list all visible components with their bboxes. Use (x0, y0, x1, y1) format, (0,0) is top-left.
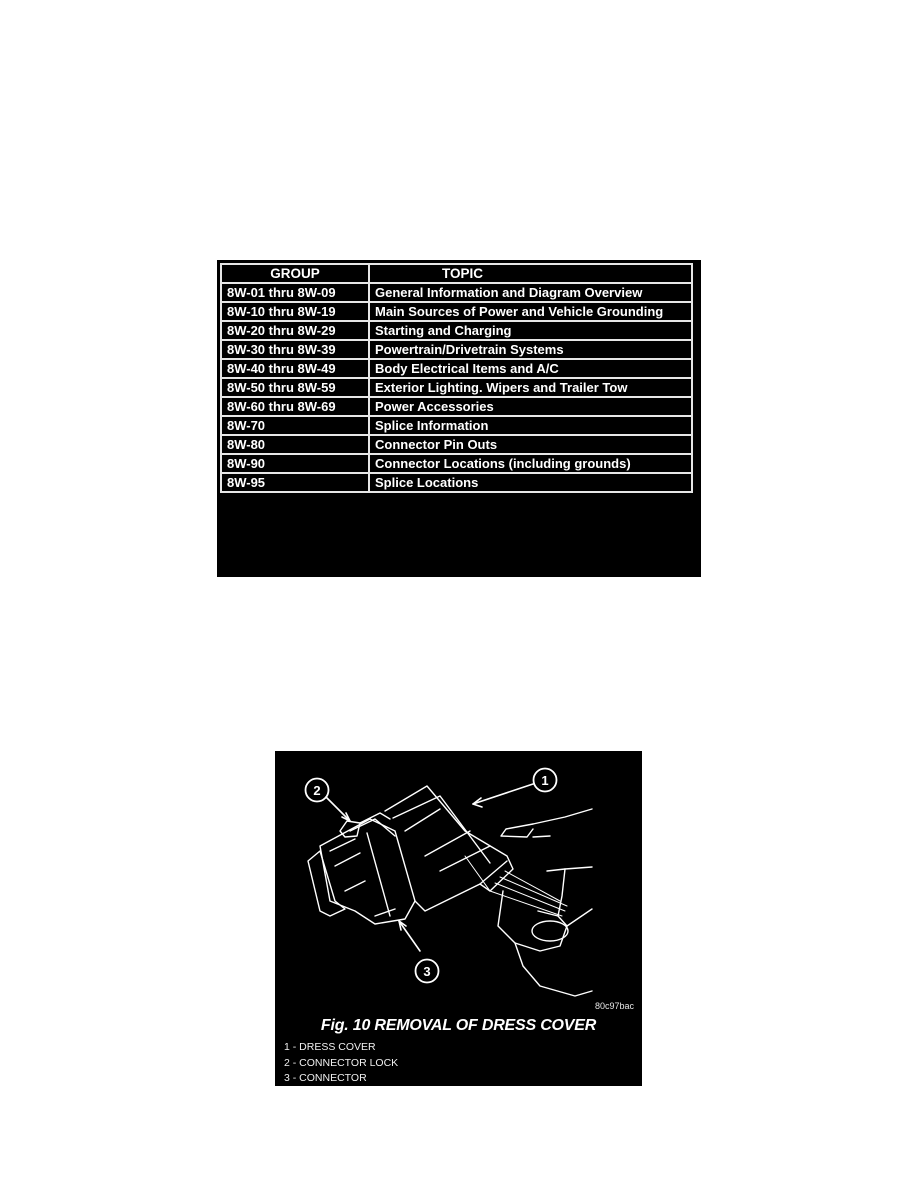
topic-cell: Main Sources of Power and Vehicle Ground… (368, 301, 693, 322)
topic-cell: Connector Pin Outs (368, 434, 693, 455)
callout-3: 3 (414, 958, 440, 984)
svg-text:1: 1 (541, 773, 548, 788)
connector-lock-icon (339, 812, 391, 838)
topic-cell: Body Electrical Items and A/C (368, 358, 693, 379)
table-row: 8W-50 thru 8W-59 Exterior Lighting. Wipe… (220, 377, 693, 398)
group-cell: 8W-01 thru 8W-09 (220, 282, 370, 303)
connector-illustration: 1 2 3 (304, 767, 593, 997)
figure-image-code: 80c97bac (594, 1001, 634, 1011)
table-row: 8W-20 thru 8W-29 Starting and Charging (220, 320, 693, 341)
wiring-group-table-figure: GROUP TOPIC 8W-01 thru 8W-09 General Inf… (217, 260, 701, 577)
hand-icon (497, 808, 593, 997)
group-cell: 8W-95 (220, 472, 370, 493)
topic-cell: Power Accessories (368, 396, 693, 417)
group-cell: 8W-10 thru 8W-19 (220, 301, 370, 322)
wiring-group-table: GROUP TOPIC 8W-01 thru 8W-09 General Inf… (220, 263, 693, 493)
callout-arrows (325, 783, 534, 952)
callout-2: 2 (304, 777, 330, 803)
group-column-header: GROUP (220, 263, 370, 284)
legend-item: 2 - CONNECTOR LOCK (284, 1056, 399, 1069)
connector-icon (307, 818, 416, 925)
topic-column-header: TOPIC (368, 263, 693, 284)
group-cell: 8W-60 thru 8W-69 (220, 396, 370, 417)
svg-text:2: 2 (313, 783, 320, 798)
group-cell: 8W-70 (220, 415, 370, 436)
topic-cell: Exterior Lighting. Wipers and Trailer To… (368, 377, 693, 398)
table-row: 8W-95 Splice Locations (220, 472, 693, 493)
group-cell: 8W-30 thru 8W-39 (220, 339, 370, 360)
topic-cell: Starting and Charging (368, 320, 693, 341)
table-header-row: GROUP TOPIC (220, 263, 693, 284)
table-row: 8W-10 thru 8W-19 Main Sources of Power a… (220, 301, 693, 322)
topic-cell: Splice Information (368, 415, 693, 436)
legend-item: 1 - DRESS COVER (284, 1041, 376, 1053)
group-cell: 8W-90 (220, 453, 370, 474)
topic-cell: Splice Locations (368, 472, 693, 493)
wire-bundle-icon (464, 855, 568, 917)
topic-cell: Connector Locations (including grounds) (368, 453, 693, 474)
table-row: 8W-90 Connector Locations (including gro… (220, 453, 693, 474)
svg-text:3: 3 (423, 964, 430, 979)
group-cell: 8W-80 (220, 434, 370, 455)
figure-title: Fig. 10 REMOVAL OF DRESS COVER (320, 1017, 597, 1034)
table-row: 8W-70 Splice Information (220, 415, 693, 436)
group-cell: 8W-40 thru 8W-49 (220, 358, 370, 379)
callout-1: 1 (532, 767, 558, 793)
dress-cover-icon (384, 785, 514, 912)
figure-legend: 1 - DRESS COVER 2 - CONNECTOR LOCK 3 - C… (284, 1040, 398, 1087)
legend-item: 3 - CONNECTOR (284, 1072, 367, 1084)
table-row: 8W-30 thru 8W-39 Powertrain/Drivetrain S… (220, 339, 693, 360)
topic-cell: Powertrain/Drivetrain Systems (368, 339, 693, 360)
dress-cover-removal-figure: 1 2 3 80c97bac Fig. 10 REMOVAL OF DRESS … (275, 751, 642, 1086)
table-row: 8W-40 thru 8W-49 Body Electrical Items a… (220, 358, 693, 379)
table-row: 8W-80 Connector Pin Outs (220, 434, 693, 455)
group-cell: 8W-50 thru 8W-59 (220, 377, 370, 398)
table-row: 8W-01 thru 8W-09 General Information and… (220, 282, 693, 303)
table-row: 8W-60 thru 8W-69 Power Accessories (220, 396, 693, 417)
group-cell: 8W-20 thru 8W-29 (220, 320, 370, 341)
topic-cell: General Information and Diagram Overview (368, 282, 693, 303)
